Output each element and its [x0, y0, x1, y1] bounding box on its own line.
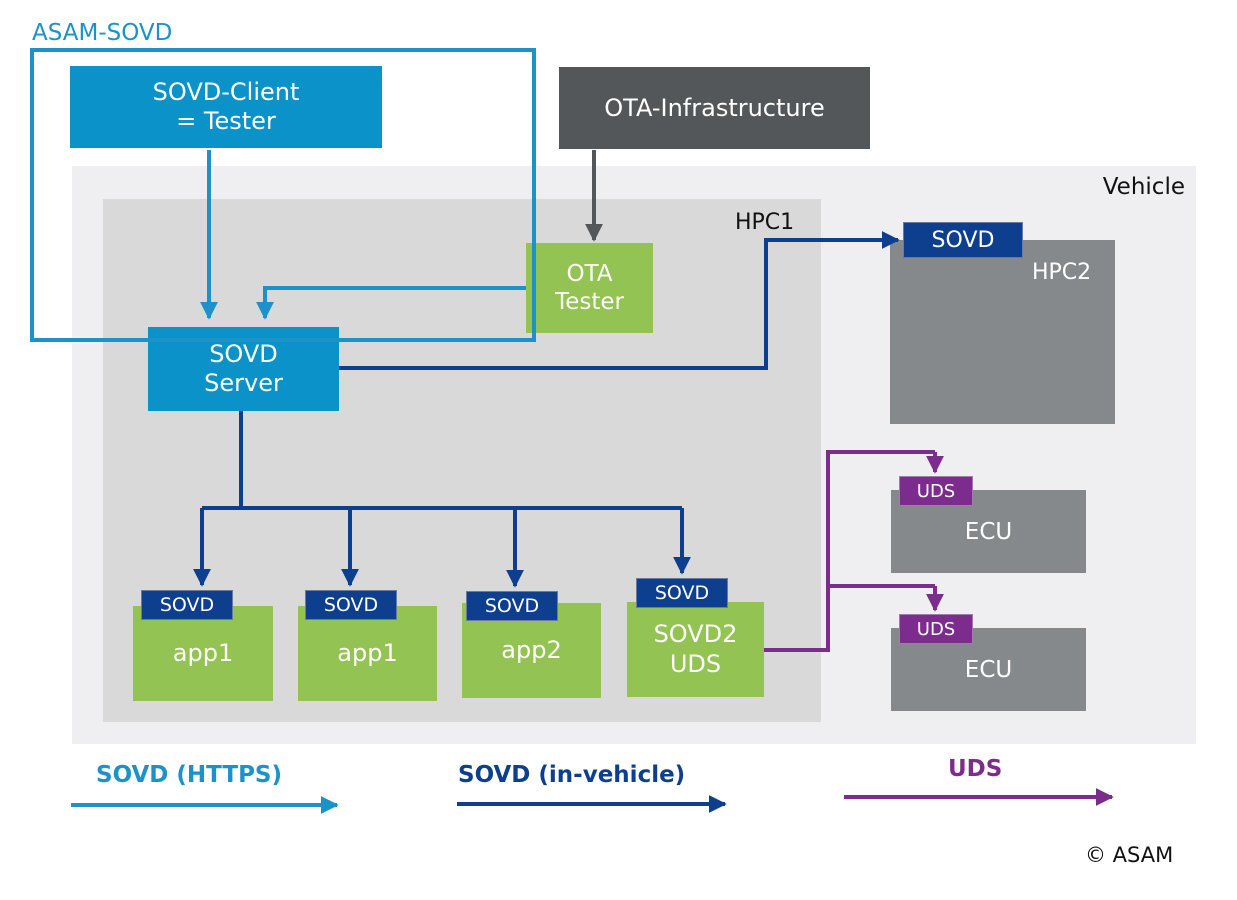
ota-infrastructure-label: OTA-Infrastructure — [604, 94, 825, 122]
app-label: SOVD2 UDS — [653, 620, 738, 678]
sovd2uds-to-ecu-line — [764, 450, 935, 652]
app-sovd-tag: SOVD — [466, 591, 558, 621]
sovd-server-label: SOVD Server — [204, 339, 283, 397]
sovd-client-label: SOVD-Client = Tester — [152, 77, 300, 135]
ota-tester-to-server-arrow — [256, 286, 526, 320]
legend-in-vehicle-label: SOVD (in-vehicle) — [458, 762, 686, 788]
server-to-hpc2-arrow — [339, 231, 900, 370]
ota-tester-box: OTA Tester — [526, 243, 653, 333]
sovd2uds-box: SOVD2 UDS — [627, 602, 764, 697]
ota-tester-label: OTA Tester — [555, 260, 624, 315]
hpc1-label: HPC1 — [735, 210, 795, 235]
server-bus-line — [202, 411, 682, 510]
app-label: app1 — [337, 638, 398, 667]
hpc2-label: HPC2 — [1032, 260, 1092, 285]
app-box: app1 — [133, 606, 273, 701]
legend-https-label: SOVD (HTTPS) — [96, 762, 282, 788]
asam-sovd-label: ASAM-SOVD — [32, 20, 173, 46]
app-label: app1 — [172, 638, 234, 667]
app-sovd-tag: SOVD — [141, 590, 233, 620]
ecu-label: ECU — [964, 518, 1013, 545]
app-sovd-tag: SOVD — [636, 578, 728, 608]
vehicle-label: Vehicle — [1102, 174, 1185, 200]
asam-sovd-boundary — [30, 48, 536, 342]
ecu-uds-tag: UDS — [899, 614, 973, 644]
legend-uds-label: UDS — [948, 756, 1003, 782]
ecu-uds-tag: UDS — [899, 476, 973, 506]
app-sovd-tag: SOVD — [305, 590, 397, 620]
hpc2-sovd-tag: SOVD — [903, 222, 1023, 258]
ota-infrastructure-box: OTA-Infrastructure — [559, 67, 870, 149]
copyright-text: © ASAM — [1085, 843, 1174, 867]
app-box: app1 — [298, 606, 437, 701]
app-label: app2 — [501, 635, 562, 664]
hpc2-box: HPC2 — [890, 240, 1115, 424]
ecu-label: ECU — [964, 656, 1013, 683]
sovd-client-box: SOVD-Client = Tester — [70, 66, 382, 148]
